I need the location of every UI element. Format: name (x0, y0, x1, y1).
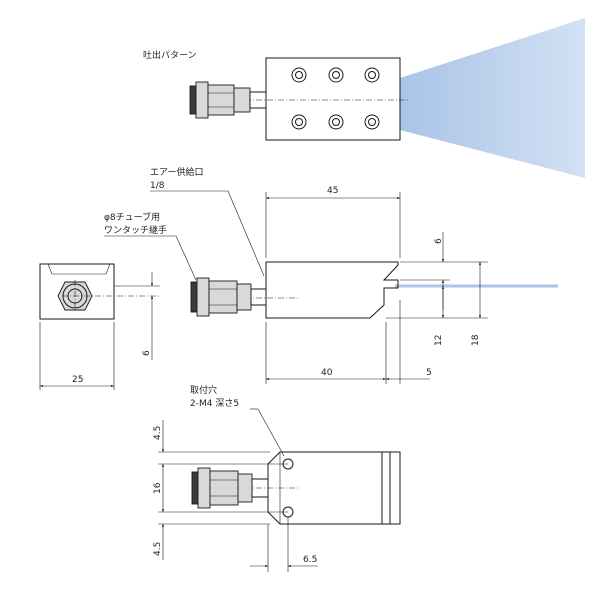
mount-hole-label: 取付穴 (190, 384, 217, 396)
dim-end-offset: 6 (142, 350, 152, 356)
dim-slit-offset: 6 (434, 238, 444, 244)
air-supply-label: エアー供給口 (150, 166, 203, 178)
end-view: 6 25 (39, 263, 160, 390)
dim-body-height: 18 (471, 334, 481, 346)
dim-body-length: 40 (321, 368, 333, 378)
air-supply-size: 1/8 (150, 181, 165, 191)
fitting-type: ワンタッチ継手 (104, 224, 167, 236)
fitting-bottom (191, 467, 269, 509)
side-view: エアー供給口 1/8 φ8チューブ用 ワンタッチ継手 45 (104, 166, 558, 384)
nozzle-body-side (265, 261, 399, 319)
dim-hole-top: 4.5 (153, 426, 163, 440)
dim-end-width: 25 (72, 375, 83, 385)
dim-nozzle-overhang: 5 (426, 368, 432, 378)
pattern-title: 吐出パターン (143, 49, 197, 61)
dim-slit-to-bottom: 12 (434, 335, 444, 346)
bottom-view: 取付穴 2-M4 深さ5 4.5 16 4.5 (153, 384, 401, 572)
fitting-top (189, 81, 267, 119)
fitting-side (190, 277, 267, 317)
dim-overall-length: 45 (327, 186, 338, 196)
dim-hole-edge: 6.5 (303, 555, 317, 565)
nozzle-body-bottom (267, 451, 401, 525)
screw-heads (291, 67, 380, 130)
dim-hole-bottom: 4.5 (153, 542, 163, 556)
mount-hole-spec: 2-M4 深さ5 (190, 398, 239, 409)
spray-fan (400, 18, 585, 178)
dim-hole-pitch: 16 (153, 482, 163, 494)
end-body (39, 263, 115, 320)
spray-pattern-view: 吐出パターン (143, 18, 585, 178)
nozzle-body-top (265, 57, 401, 141)
fitting-label: φ8チューブ用 (104, 211, 160, 223)
